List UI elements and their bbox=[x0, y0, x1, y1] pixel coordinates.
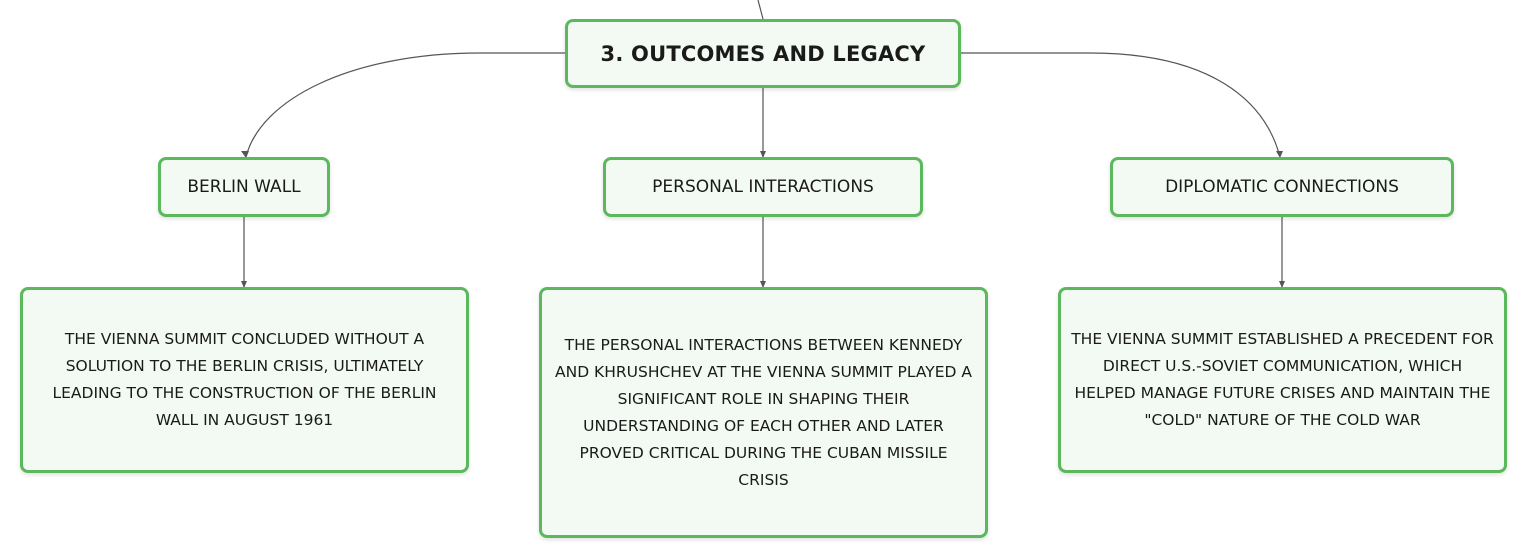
topic-node-label: DIPLOMATIC CONNECTIONS bbox=[1165, 177, 1399, 197]
connector-root-diplomatic-connections bbox=[961, 52, 1281, 158]
arrowhead-berlin-wall-detail bbox=[241, 281, 247, 288]
topic-node-label: BERLIN WALL bbox=[187, 177, 301, 197]
root-node-label: 3. OUTCOMES AND LEGACY bbox=[600, 41, 926, 66]
root-node[interactable]: 3. OUTCOMES AND LEGACY bbox=[565, 19, 961, 88]
topic-node-berlin-wall[interactable]: BERLIN WALL bbox=[158, 157, 330, 217]
arrowhead-diplomatic-connections bbox=[1276, 151, 1283, 158]
topic-node-personal-interactions[interactable]: PERSONAL INTERACTIONS bbox=[603, 157, 923, 217]
arrowhead-diplomatic-connections-detail bbox=[1279, 281, 1285, 288]
detail-node-text: THE PERSONAL INTERACTIONS BETWEEN KENNED… bbox=[555, 335, 972, 489]
arrowhead-berlin-wall bbox=[241, 151, 249, 158]
detail-node-personal-interactions[interactable]: THE PERSONAL INTERACTIONS BETWEEN KENNED… bbox=[539, 287, 988, 538]
detail-node-diplomatic-connections[interactable]: THE VIENNA SUMMIT ESTABLISHED A PRECEDEN… bbox=[1058, 287, 1507, 473]
topic-node-diplomatic-connections[interactable]: DIPLOMATIC CONNECTIONS bbox=[1110, 157, 1454, 217]
connector-root-berlin-wall bbox=[245, 52, 565, 158]
arrowhead-personal-interactions-detail bbox=[760, 281, 766, 288]
detail-node-text: THE VIENNA SUMMIT ESTABLISHED A PRECEDEN… bbox=[1071, 330, 1494, 429]
connector-incoming bbox=[757, 0, 764, 20]
arrowhead-personal-interactions bbox=[760, 151, 766, 158]
detail-node-berlin-wall[interactable]: THE VIENNA SUMMIT CONCLUDED WITHOUT A SO… bbox=[20, 287, 469, 473]
topic-node-label: PERSONAL INTERACTIONS bbox=[652, 177, 874, 197]
detail-node-text: THE VIENNA SUMMIT CONCLUDED WITHOUT A SO… bbox=[52, 330, 437, 429]
